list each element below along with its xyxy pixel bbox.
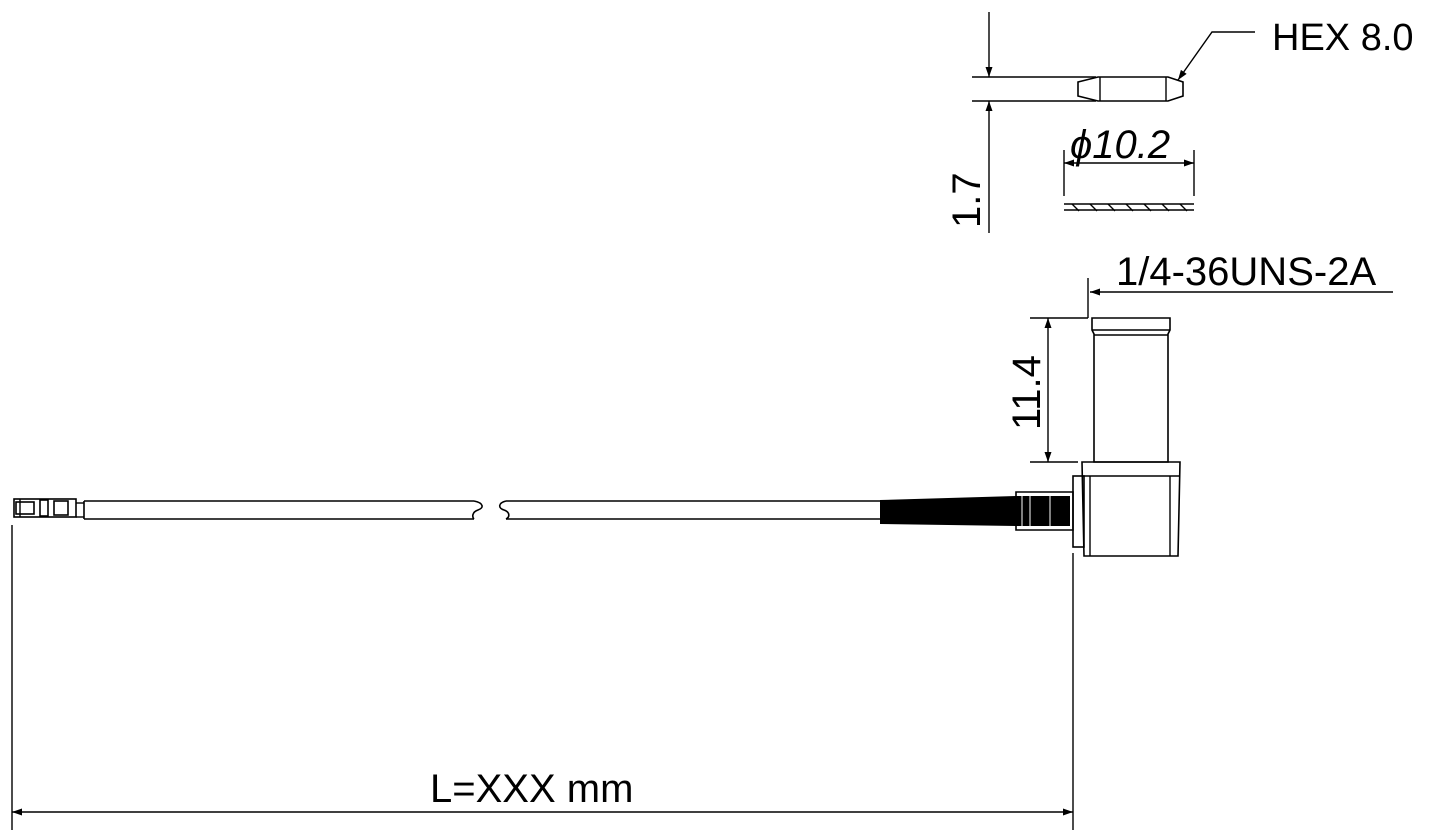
hex-nut-outline [1077,76,1184,102]
hex-label: HEX 8.0 [1272,17,1414,59]
threaded-stud [1064,203,1194,212]
diameter-label: ϕ10.2 [1070,123,1170,167]
sensor-body: 11.4 [880,317,1181,557]
length-label: L=XXX mm [430,767,633,811]
nut-thickness-label: 1.7 [945,172,989,228]
body-height-label: 11.4 [1005,355,1049,430]
hex-nut-view: 1.7 HEX 8.0 ϕ10.2 [945,12,1414,233]
thread-callout: 1/4-36UNS-2A [1087,250,1393,318]
cable-break-right [498,500,510,520]
hex-leader-line [1177,31,1255,81]
cable-break-left [472,500,483,520]
strain-relief [880,496,1016,526]
thread-label: 1/4-36UNS-2A [1116,250,1376,294]
cable-end-connector [13,498,85,519]
length-dimension: L=XXX mm [11,525,1074,830]
sensor-cylinder [1091,317,1171,463]
cable [84,500,880,520]
